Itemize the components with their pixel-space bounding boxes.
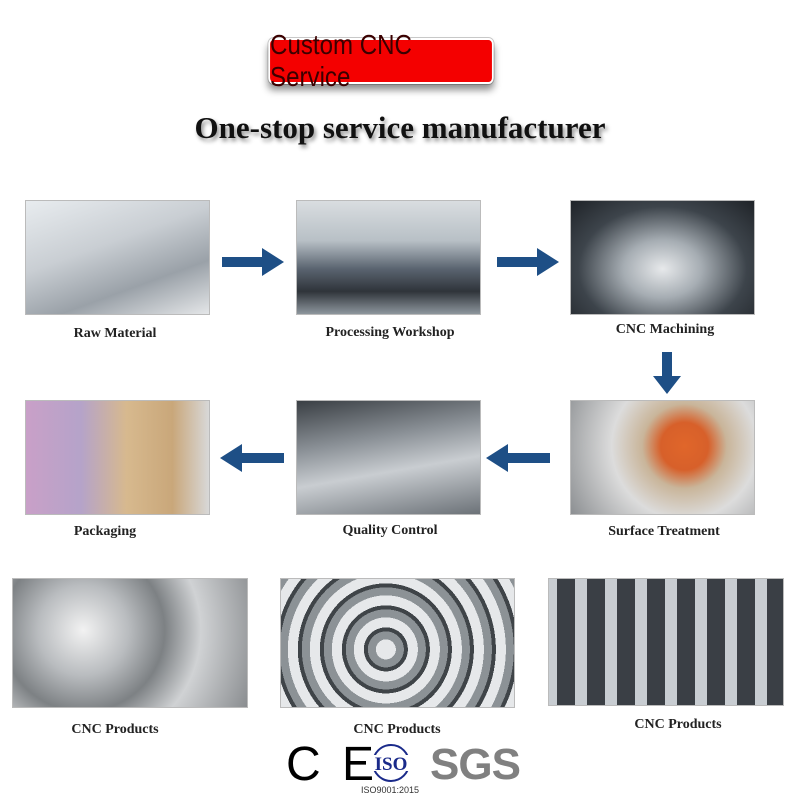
banner-label: Custom CNC Service [270, 29, 412, 92]
ce-mark-logo: C E [286, 738, 379, 791]
page-title: One-stop service manufacturer [194, 110, 606, 145]
processing-workshop-label: Processing Workshop [325, 325, 455, 340]
arrow-left-icon [220, 444, 284, 472]
cnc-machining-photo [570, 200, 755, 315]
quality-control-label: Quality Control [342, 523, 438, 538]
custom-cnc-service-banner: Custom CNC Service [268, 29, 494, 92]
packaging-label: Packaging [73, 524, 137, 539]
cnc-product-label: CNC Products [634, 717, 722, 732]
cnc-product-label: CNC Products [71, 722, 159, 737]
surface-treatment-photo [570, 400, 755, 515]
raw-material-label: Raw Material [73, 326, 157, 341]
arrow-down-icon [653, 352, 681, 394]
quality-control-photo [296, 400, 481, 515]
iso-logo: ISO [366, 744, 416, 782]
arrow-left-icon [486, 444, 550, 472]
arrow-right-icon [222, 248, 284, 276]
arrow-right-icon [497, 248, 559, 276]
cnc-product-photo [548, 578, 784, 706]
cnc-product-photo [12, 578, 248, 708]
cnc-product-label: CNC Products [353, 722, 441, 737]
iso-caption: ISO9001:2015 [361, 785, 420, 795]
cnc-product-photo [280, 578, 515, 708]
packaging-photo [25, 400, 210, 515]
sgs-logo: SGS [430, 740, 521, 789]
cnc-machining-label: CNC Machining [615, 322, 715, 337]
surface-treatment-label: Surface Treatment [608, 524, 720, 539]
svg-text:ISO: ISO [375, 754, 408, 775]
processing-workshop-photo [296, 200, 481, 315]
raw-material-photo [25, 200, 210, 315]
